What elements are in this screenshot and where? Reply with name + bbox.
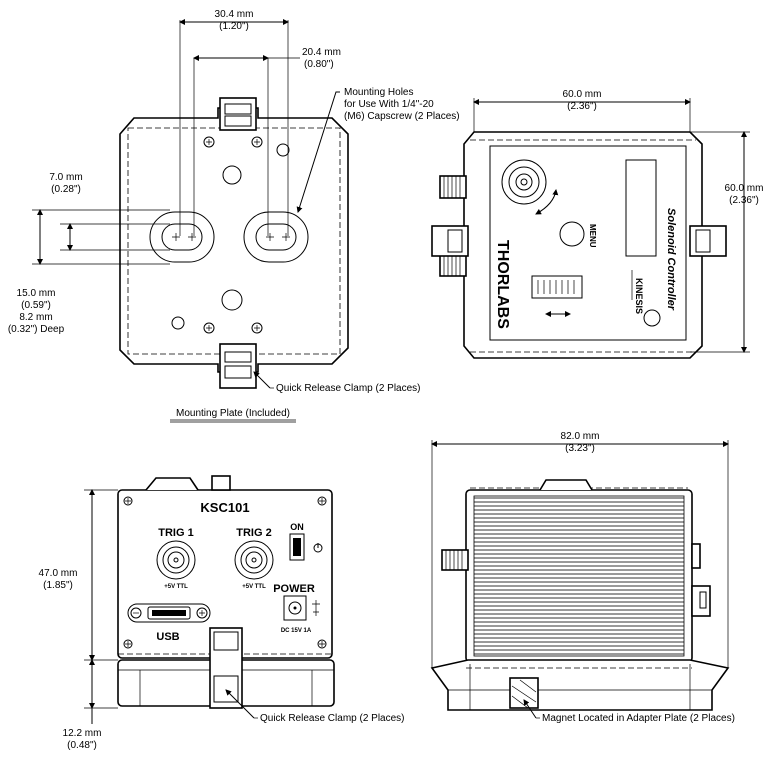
controller-front-view [84, 475, 335, 724]
plate-caption: Mounting Plate (Included) [176, 408, 290, 419]
magnet-note: Magnet Located in Adapter Plate (2 Place… [542, 713, 735, 724]
trig2-label: TRIG 2 [236, 527, 271, 539]
holes-note-line-2: for Use With 1/4"-20 [344, 99, 434, 110]
power-label: POWER [273, 583, 315, 595]
model-label: KSC101 [200, 500, 249, 515]
dim-30-4: 30.4 mm [215, 9, 254, 20]
dim-top-height-in: (2.36") [729, 195, 759, 206]
front-clamp [209, 627, 243, 709]
usb-port [127, 603, 211, 623]
menu-button [559, 221, 585, 247]
mounting-plate-view [32, 19, 349, 423]
dim-8-2: 8.2 mm [19, 312, 52, 323]
smb-connector-1 [439, 175, 467, 199]
plate-clamp-note: Quick Release Clamp (2 Places) [276, 383, 421, 394]
front-clamp-note: Quick Release Clamp (2 Places) [260, 713, 405, 724]
dim-30-4-in: (1.20") [219, 21, 249, 32]
usb-label: USB [156, 631, 179, 643]
dim-top-height: 60.0 mm [725, 183, 764, 194]
power-jack [283, 595, 307, 621]
magnet [509, 677, 539, 709]
kinesis-logo: KINESIS [634, 278, 644, 314]
dim-20-4: 20.4 mm [302, 47, 341, 58]
dim-side-length: 82.0 mm [561, 431, 600, 442]
display [625, 159, 657, 257]
trig2-ttl: +5V TTL [242, 584, 266, 590]
dim-8-2-in: (0.32") Deep [8, 324, 65, 335]
dim-7-0-in: (0.28") [51, 184, 81, 195]
dim-15-0-in: (0.59") [21, 300, 51, 311]
scroll-wheel [531, 275, 583, 299]
dim-front-height: 47.0 mm [39, 568, 78, 579]
power-spec: DC 15V 1A [281, 628, 312, 634]
trig1-connector [156, 540, 196, 580]
holes-note-line-1: Mounting Holes [344, 87, 413, 98]
controller-top-view [431, 98, 750, 359]
dim-side-length-in: (3.23") [565, 443, 595, 454]
menu-label: MENU [588, 224, 597, 248]
side-smb-connector [441, 549, 469, 571]
thorlabs-logo: THORLABS [494, 240, 511, 329]
power-switch [289, 533, 305, 561]
holes-note-line-3: (M6) Capscrew (2 Places) [344, 111, 460, 122]
product-name: Solenoid Controller [665, 208, 677, 311]
mounting-hole-left [149, 211, 215, 263]
dim-top-width-in: (2.36") [567, 101, 597, 112]
dim-20-4-in: (0.80") [304, 59, 334, 70]
dim-front-height-in: (1.85") [43, 580, 73, 591]
dim-15-0: 15.0 mm [17, 288, 56, 299]
dim-base-height-in: (0.48") [67, 740, 97, 751]
dim-top-width: 60.0 mm [563, 89, 602, 100]
mounting-hole-right [243, 211, 309, 263]
control-knob [501, 159, 547, 205]
controller-side-view [430, 440, 730, 719]
dim-7-0: 7.0 mm [49, 172, 82, 183]
plate-screws [203, 136, 263, 334]
trig2-connector [234, 540, 274, 580]
on-label: ON [290, 522, 304, 532]
trig1-ttl: +5V TTL [164, 584, 188, 590]
trig1-label: TRIG 1 [158, 527, 193, 539]
dim-base-height: 12.2 mm [63, 728, 102, 739]
